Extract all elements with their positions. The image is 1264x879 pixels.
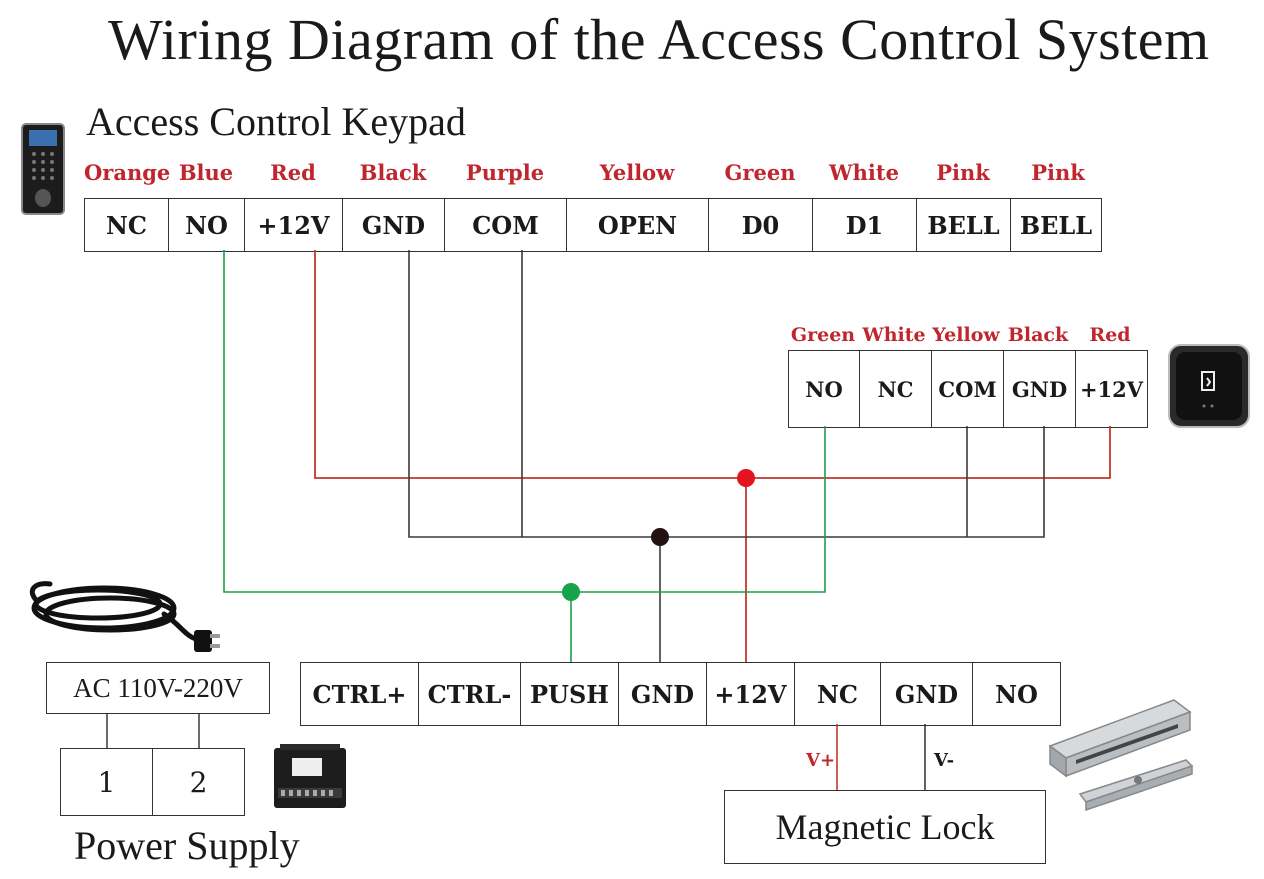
keypad-wire-label: Blue — [178, 160, 234, 185]
keypad-wire-labels: Orange Blue Red Black Purple Yellow Gree… — [84, 160, 1106, 185]
controller-terminal-block: CTRL+ CTRL- PUSH GND +12V NC GND NO — [300, 662, 1061, 726]
lock-vplus-label: V+ — [806, 750, 836, 771]
keypad-terminal: GND — [343, 199, 445, 251]
exit-button-wire-label: Yellow — [932, 324, 1000, 346]
keypad-terminal: BELL — [1019, 210, 1093, 240]
keypad-terminal: NC — [85, 199, 169, 251]
exit-button-terminal: NC — [860, 351, 932, 427]
red-12v-wire — [314, 250, 1111, 479]
keypad-title: Access Control Keypad — [86, 99, 466, 144]
black-junction-dot — [651, 528, 669, 546]
exit-button-terminal: COM — [932, 351, 1004, 427]
controller-terminal: +12V — [707, 663, 795, 725]
keypad-terminal: BELL — [917, 199, 1011, 251]
exit-button-terminal: +12V — [1079, 376, 1144, 402]
controller-terminal: GND — [619, 663, 707, 725]
magnetic-lock-box: Magnetic Lock — [724, 790, 1046, 864]
power-supply-terminal: 2 — [189, 765, 208, 799]
green-junction-dot — [562, 583, 580, 601]
diagram-title: Wiring Diagram of the Access Control Sys… — [108, 7, 1210, 72]
exit-button-device-icon — [1168, 344, 1250, 428]
green-no-wire — [223, 250, 826, 593]
keypad-wire-label: Pink — [936, 160, 990, 185]
power-supply-terminal-block: 1 2 — [60, 748, 245, 816]
keypad-terminal: NO — [169, 199, 245, 251]
keypad-wire-label: Orange — [84, 160, 171, 185]
controller-terminal: GND — [881, 663, 973, 725]
controller-terminal: CTRL+ — [301, 663, 419, 725]
keypad-wire-label: Purple — [465, 160, 545, 185]
keypad-terminal-block: NC NO +12V GND COM OPEN D0 D1 BELL BELL — [84, 198, 1102, 252]
exit-button-wire-label: Red — [1089, 324, 1131, 346]
keypad-terminal: +12V — [245, 199, 343, 251]
black-gnd-wire — [408, 250, 1045, 538]
exit-button-wire-label: Black — [1007, 324, 1069, 346]
power-supply-box-icon — [274, 744, 346, 808]
exit-button-terminal-block: NO NC COM GND +12V — [788, 350, 1148, 428]
keypad-wire-label: White — [829, 160, 899, 185]
keypad-wire-label: Pink — [1031, 160, 1085, 185]
exit-button-terminal: GND — [1004, 351, 1076, 427]
keypad-terminal: D1 — [813, 199, 917, 251]
controller-terminal: PUSH — [521, 663, 619, 725]
exit-button-terminal: NO — [789, 351, 860, 427]
keypad-terminal: OPEN — [567, 199, 709, 251]
exit-button-wire-labels: Green White Yellow Black Red — [788, 324, 1146, 346]
exit-button-wire-label: White — [862, 324, 926, 346]
controller-terminal: NO — [995, 679, 1038, 709]
red-junction-dot — [737, 469, 755, 487]
keypad-wire-label: Black — [359, 160, 427, 185]
controller-terminal: NC — [795, 663, 881, 725]
magnetic-lock-device-icon — [1048, 699, 1194, 812]
exit-button-wire-label: Green — [790, 324, 856, 346]
power-supply-terminal: 1 — [61, 749, 153, 815]
keypad-device-icon — [21, 123, 65, 215]
keypad-wire-label: Yellow — [599, 160, 675, 185]
keypad-terminal: COM — [445, 199, 567, 251]
power-supply-title: Power Supply — [74, 823, 300, 868]
keypad-wire-label: Green — [724, 160, 796, 185]
power-cord-icon — [29, 581, 220, 652]
controller-terminal: CTRL- — [419, 663, 521, 725]
keypad-terminal: D0 — [709, 199, 813, 251]
lock-vminus-label: V- — [934, 750, 955, 771]
ac-input-label-box: AC 110V-220V — [46, 662, 270, 714]
keypad-wire-label: Red — [270, 160, 316, 185]
